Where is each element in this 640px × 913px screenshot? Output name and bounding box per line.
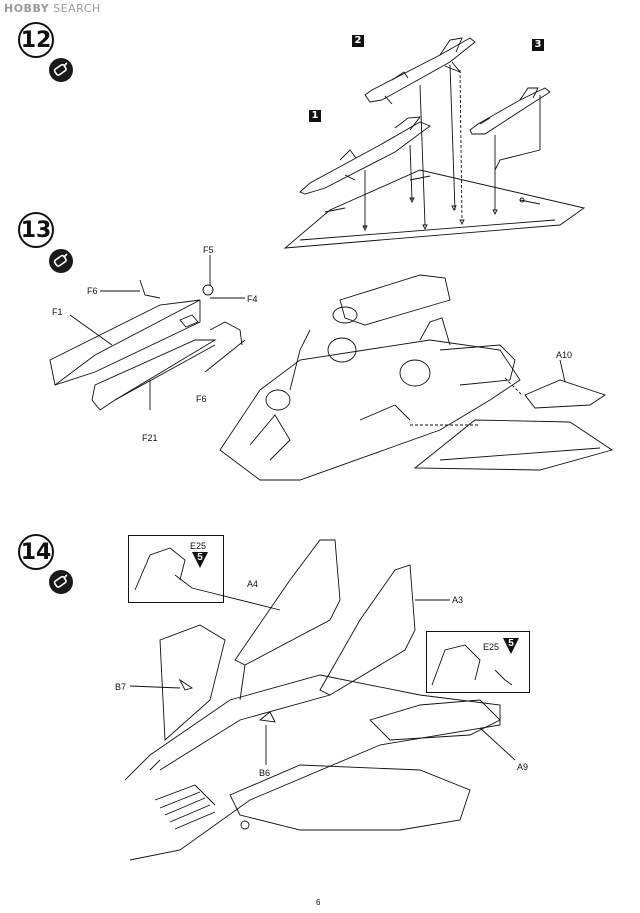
part-label-e25-right: E25 <box>483 642 500 652</box>
part-label-f21: F21 <box>142 433 158 443</box>
part-label-a3: A3 <box>452 595 464 605</box>
part-label-a9: A9 <box>517 762 529 772</box>
direction-arrow-icon: 5 <box>502 637 520 655</box>
arrow-number: 5 <box>508 638 514 649</box>
part-label-f1: F1 <box>52 307 63 317</box>
part-label-f6-top: F6 <box>87 286 98 296</box>
missile-3-marker: 3 <box>532 39 544 51</box>
part-label-f4: F4 <box>247 294 258 304</box>
part-label-e25-left: E25 <box>190 541 207 551</box>
cement-tube-icon <box>49 570 73 594</box>
part-label-a4: A4 <box>247 579 259 589</box>
cement-tube-icon <box>49 58 73 82</box>
cement-tube-icon <box>49 249 73 273</box>
part-label-b6: B6 <box>259 768 271 778</box>
arrow-number: 5 <box>197 552 203 563</box>
part-label-f6-bottom: F6 <box>196 394 207 404</box>
direction-arrow-icon: 5 <box>191 551 209 569</box>
step-14-number: 14 <box>18 534 54 570</box>
missile-2-marker: 2 <box>352 35 364 47</box>
part-label-b7: B7 <box>115 682 127 692</box>
missile-1-marker: 1 <box>309 110 321 122</box>
page-number: 6 <box>316 898 321 907</box>
part-label-f5: F5 <box>203 245 214 255</box>
step-13-number: 13 <box>18 212 54 248</box>
watermark-suffix: SEARCH <box>53 2 101 15</box>
part-label-a10: A10 <box>556 350 573 360</box>
detail-inset-right: E25 5 <box>426 631 530 693</box>
step-12-number: 12 <box>18 22 54 58</box>
watermark: HOBBY SEARCH <box>4 2 101 15</box>
watermark-brand: HOBBY <box>4 2 50 15</box>
